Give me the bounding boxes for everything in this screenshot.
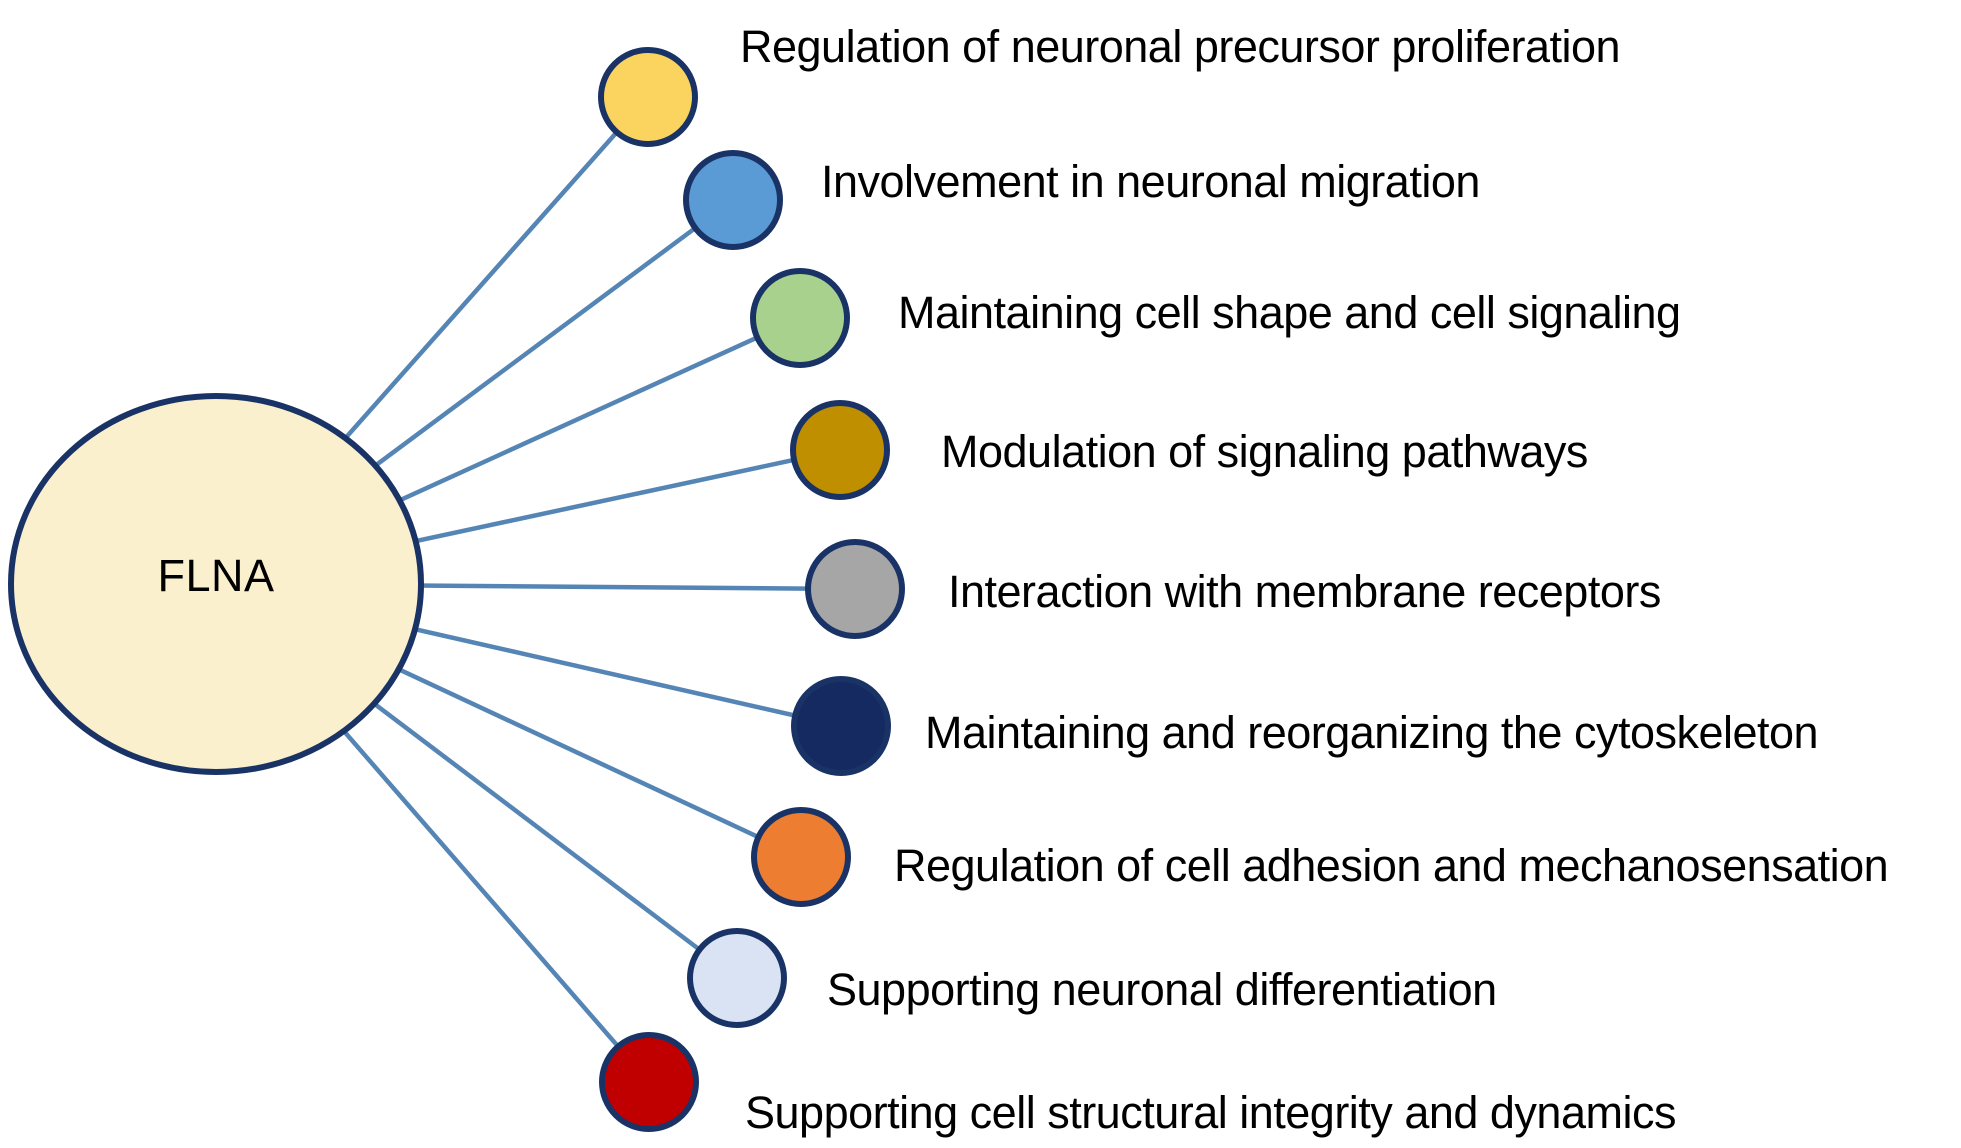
node-cell-adhesion-mechanosensation: [751, 807, 851, 907]
node-label: Modulation of signaling pathways: [941, 426, 1588, 478]
node-label: Regulation of cell adhesion and mechanos…: [894, 840, 1889, 892]
node-cytoskeleton: [791, 676, 891, 776]
hub-label: FLNA: [157, 550, 275, 601]
node-structural-integrity: [599, 1032, 699, 1132]
node-label: Interaction with membrane receptors: [948, 566, 1661, 618]
hub-node-flna: [8, 393, 424, 775]
node-label: Supporting cell structural integrity and…: [745, 1087, 1676, 1139]
node-neuronal-migration: [683, 150, 783, 250]
node-label: Regulation of neuronal precursor prolife…: [740, 21, 1621, 73]
node-signaling-pathways: [790, 400, 890, 500]
node-label: Supporting neuronal differentiation: [827, 964, 1497, 1016]
node-label: Maintaining cell shape and cell signalin…: [898, 287, 1681, 339]
node-cell-shape-signaling: [750, 268, 850, 368]
node-neuronal-precursor-proliferation: [598, 47, 698, 147]
node-label: Involvement in neuronal migration: [821, 156, 1480, 208]
node-membrane-receptors: [805, 539, 905, 639]
node-neuronal-differentiation: [687, 928, 787, 1028]
node-label: Maintaining and reorganizing the cytoske…: [925, 707, 1819, 759]
